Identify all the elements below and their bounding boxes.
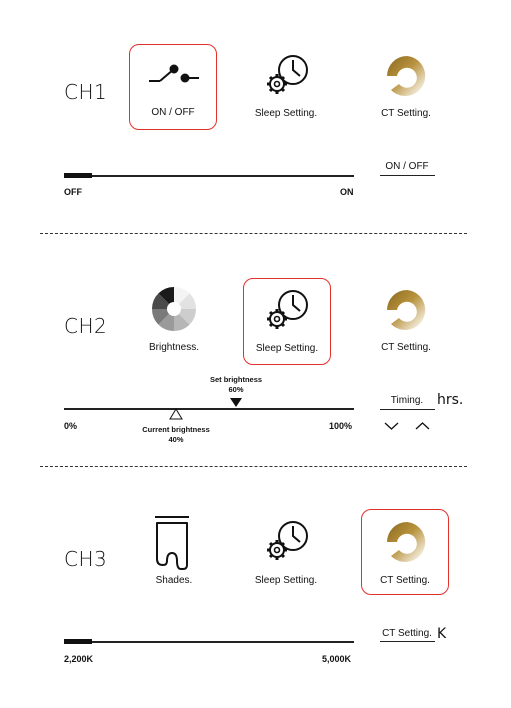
ch1-slider-track[interactable] [64,175,354,177]
ch3-label: CH3 [64,547,108,571]
clock-gear-icon [267,521,308,560]
ch1-label: CH1 [64,80,108,104]
ch3-slider-max-label: 5,000K [322,654,352,664]
chevron-up-icon[interactable] [415,421,430,431]
ch2-sleep-setting-button[interactable]: Sleep Setting. [243,278,331,365]
ch2-brightness-button[interactable]: Brightness. [128,278,220,364]
ch3-sleep-setting-button[interactable]: Sleep Setting. [240,510,332,596]
timing-unit: hrs. [437,392,464,408]
current-brightness-marker [169,408,183,420]
ch1-sleep-setting-button[interactable]: Sleep Setting. [240,44,332,130]
ct-setting-label: CT Setting. [380,575,430,586]
ch2-slider-max-label: 100% [329,421,353,431]
ch1-slider-fill[interactable] [64,173,92,178]
set-brightness-label: Set brightness [209,375,263,384]
shades-label: Shades. [155,575,193,586]
color-temperature-ring-icon [387,522,426,562]
ch2-slider-min-label: 0% [64,421,78,431]
ch2-label: CH2 [64,314,108,338]
ch3-slider-fill[interactable] [64,639,92,644]
ch2-slider-track[interactable] [64,408,354,410]
ch3-slider-track[interactable] [64,641,354,643]
ch2-ct-setting-button[interactable]: CT Setting. [360,278,452,364]
ch1-slider-max-label: ON [340,187,354,197]
set-brightness-value: 60% [228,385,244,394]
brightness-wheel-icon [151,286,197,332]
ch1-ct-setting-button[interactable]: CT Setting. [360,44,452,130]
sleep-setting-label: Sleep Setting. [254,575,318,586]
timing-underline [380,409,435,410]
ch3-slider-min-label: 2,200K [64,654,94,664]
shades-icon [155,516,189,570]
section-divider [40,233,467,234]
section-divider [40,466,467,467]
ch3-ct-setting-button[interactable]: CT Setting. [361,509,449,595]
set-brightness-marker[interactable] [229,397,243,408]
brightness-label: Brightness. [148,342,200,353]
current-brightness-value: 40% [168,435,184,444]
ch3-shades-button[interactable]: Shades. [128,510,220,596]
ch1-side-label[interactable]: ON / OFF [385,161,429,172]
current-brightness-label: Current brightness [142,425,210,434]
onoff-button-label: ON / OFF [151,107,195,118]
clock-gear-icon [267,55,308,94]
ch1-onoff-button[interactable]: ON / OFF [129,44,217,130]
sleep-setting-label: Sleep Setting. [254,108,318,119]
ct-side-underline [380,641,435,642]
chevron-down-icon[interactable] [384,421,399,431]
ch1-slider-min-label: OFF [64,187,82,197]
color-temperature-ring-icon [387,56,426,96]
ct-side-label[interactable]: CT Setting. [382,628,432,639]
sleep-setting-label: Sleep Setting. [255,343,319,354]
ct-setting-label: CT Setting. [381,342,431,353]
ct-setting-label: CT Setting. [381,108,431,119]
switch-icon [149,64,199,83]
timing-label[interactable]: Timing. [390,395,424,406]
clock-gear-icon [267,290,308,329]
color-temperature-ring-icon [387,290,426,330]
ct-unit: K [437,626,447,642]
ch1-side-underline [380,175,435,176]
